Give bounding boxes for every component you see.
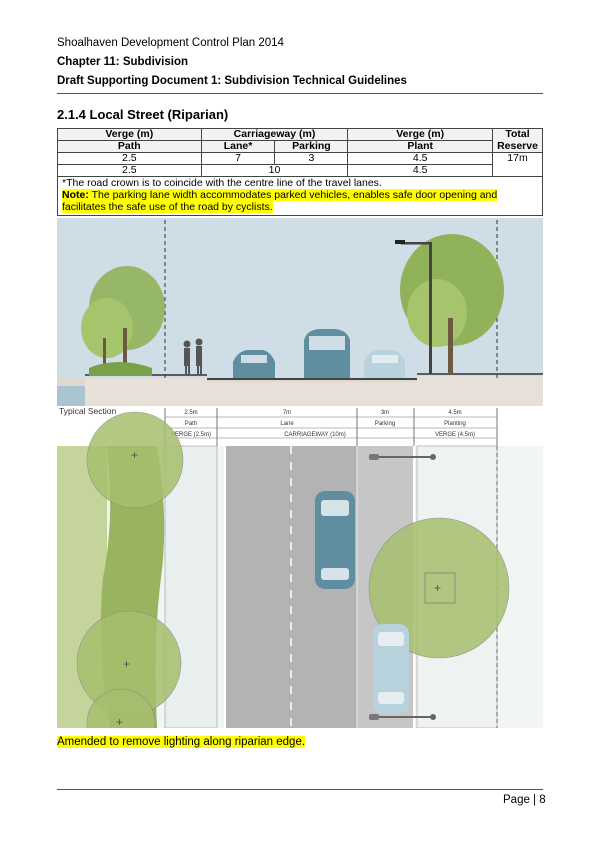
cell-lane: 7 bbox=[200, 152, 276, 165]
group-carriageway: CARRIAGEWAY (10m) bbox=[284, 432, 346, 438]
note-label: Note: bbox=[62, 189, 89, 201]
van-icon bbox=[304, 329, 350, 378]
cell-parking: 3 bbox=[274, 152, 349, 165]
doc-header-document: Draft Supporting Document 1: Subdivision… bbox=[57, 75, 407, 87]
group-verge-left: VERGE (2.5m) bbox=[171, 432, 211, 438]
cell-path: 2.5 bbox=[57, 152, 202, 165]
section-title: 2.1.4 Local Street (Riparian) bbox=[57, 107, 229, 122]
header-parking: Parking bbox=[274, 140, 349, 153]
svg-text:+: + bbox=[116, 715, 123, 728]
header-verge-right: Verge (m) bbox=[347, 128, 493, 141]
cross-section-elevation bbox=[57, 218, 543, 406]
typical-section-label: Typical Section bbox=[59, 406, 116, 416]
sublabel-planting: Planting bbox=[444, 421, 466, 427]
dim-parking: 3m bbox=[381, 410, 389, 416]
note-text: The parking lane width accommodates park… bbox=[62, 189, 498, 213]
page-number: Page | 8 bbox=[503, 794, 546, 806]
amendment-note: Amended to remove lighting along riparia… bbox=[57, 736, 306, 748]
tree-icon bbox=[81, 266, 165, 376]
header-verge-left: Verge (m) bbox=[57, 128, 202, 141]
tree-canopy-icon: + bbox=[368, 517, 510, 659]
street-light-plan-icon bbox=[369, 714, 436, 720]
dimension-table: Verge (m) Carriageway (m) Verge (m) Tota… bbox=[57, 128, 543, 177]
sublabel-lane: Lane bbox=[280, 421, 294, 427]
svg-text:+: + bbox=[123, 657, 130, 671]
tree-canopy-icon: + bbox=[86, 411, 184, 509]
header-rule bbox=[57, 93, 543, 94]
tree-canopy-icon: + bbox=[86, 688, 156, 728]
tree-icon bbox=[400, 234, 504, 374]
cell-plant: 4.5 bbox=[347, 152, 493, 165]
table-row: 2.5 10 4.5 bbox=[57, 164, 543, 177]
dim-lane: 7m bbox=[283, 410, 291, 416]
cell-carriageway: 10 bbox=[200, 164, 349, 177]
road-crown-note: *The road crown is to coincide with the … bbox=[62, 177, 382, 189]
plan-view: + + + + bbox=[57, 411, 543, 728]
sublabel-path: Path bbox=[185, 421, 197, 427]
header-lane: Lane* bbox=[200, 140, 276, 153]
header-reserve: Reserve bbox=[492, 140, 543, 153]
header-total: Total bbox=[492, 128, 543, 141]
header-plant: Plant bbox=[347, 140, 493, 153]
street-light-plan-icon bbox=[369, 454, 436, 460]
sublabel-parking: Parking bbox=[375, 421, 395, 427]
dim-path: 2.5m bbox=[184, 410, 197, 416]
cell-reserve: 17m bbox=[492, 152, 543, 177]
car-icon bbox=[233, 350, 275, 378]
car-plan-icon bbox=[315, 491, 355, 589]
svg-text:+: + bbox=[434, 581, 441, 595]
amendment-text: Amended to remove lighting along riparia… bbox=[57, 736, 306, 748]
parking-note: Note: The parking lane width accommodate… bbox=[62, 189, 538, 213]
table-row: 2.5 7 3 4.5 17m bbox=[57, 152, 543, 177]
header-carriageway: Carriageway (m) bbox=[200, 128, 349, 141]
cell-path: 2.5 bbox=[57, 164, 202, 177]
doc-header-chapter: Chapter 11: Subdivision bbox=[57, 56, 188, 68]
street-light-icon bbox=[395, 240, 432, 374]
doc-header-title: Shoalhaven Development Control Plan 2014 bbox=[57, 37, 284, 49]
header-path: Path bbox=[57, 140, 202, 153]
group-verge-right: VERGE (4.5m) bbox=[435, 432, 475, 438]
table-notes: *The road crown is to coincide with the … bbox=[57, 176, 543, 216]
footer-rule bbox=[57, 789, 543, 790]
parked-car-plan-icon bbox=[373, 624, 409, 714]
dim-planting: 4.5m bbox=[448, 410, 461, 416]
cell-plant: 4.5 bbox=[347, 164, 493, 177]
parked-car-icon bbox=[364, 350, 405, 378]
street-diagram: Typical Section 2.5m 7m 3m 4.5m Path Lan… bbox=[57, 218, 543, 728]
pedestrian-icon bbox=[183, 338, 203, 375]
table-row: Verge (m) Carriageway (m) Verge (m) Tota… bbox=[57, 128, 543, 141]
table-row: Path Lane* Parking Plant Reserve bbox=[57, 140, 543, 153]
svg-text:+: + bbox=[131, 448, 138, 462]
